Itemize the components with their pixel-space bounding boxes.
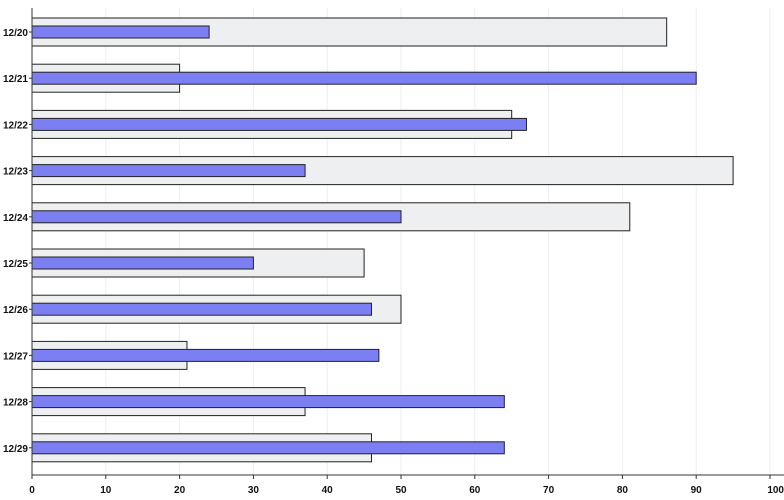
bar-series-2	[31, 71, 697, 85]
bar-series-2	[31, 395, 505, 409]
x-tick-label: 60	[469, 485, 481, 496]
y-tick-label: 12/28	[3, 398, 28, 409]
x-tick-label: 50	[395, 485, 407, 496]
x-tick-label: 10	[100, 485, 112, 496]
y-tick-label: 12/23	[3, 167, 28, 178]
bar-series-2	[31, 25, 210, 39]
bar-series-2	[31, 117, 527, 131]
bar-series-2	[31, 164, 306, 178]
x-tick-label: 20	[174, 485, 186, 496]
bar-series-2	[31, 348, 380, 362]
y-tick-label: 12/25	[3, 259, 28, 270]
x-tick-label: 70	[543, 485, 555, 496]
bar-series-2	[31, 441, 505, 455]
y-tick-label: 12/21	[3, 74, 28, 85]
bar-series-2	[31, 210, 402, 224]
x-tick-label: 30	[248, 485, 260, 496]
x-tick-label: 40	[322, 485, 334, 496]
y-tick-label: 12/27	[3, 351, 28, 362]
labels-layer: 0 10 20 30 40 50 60 70 80 90 100 12/20 12/21 12/22 12/…	[3, 28, 784, 496]
x-tick-label: 80	[617, 485, 629, 496]
x-tick-label: 100	[767, 485, 784, 496]
x-tick-label: 0	[29, 485, 35, 496]
bar-series-2	[31, 256, 254, 270]
y-tick-label: 12/20	[3, 28, 28, 39]
bar-series-2	[31, 302, 372, 316]
bars-layer	[31, 17, 734, 463]
y-tick-label: 12/26	[3, 305, 28, 316]
y-tick-label: 12/22	[3, 120, 28, 131]
axis-layer	[29, 8, 784, 479]
y-tick-label: 12/24	[3, 213, 28, 224]
y-tick-label: 12/29	[3, 444, 28, 455]
x-tick-label: 90	[691, 485, 703, 496]
